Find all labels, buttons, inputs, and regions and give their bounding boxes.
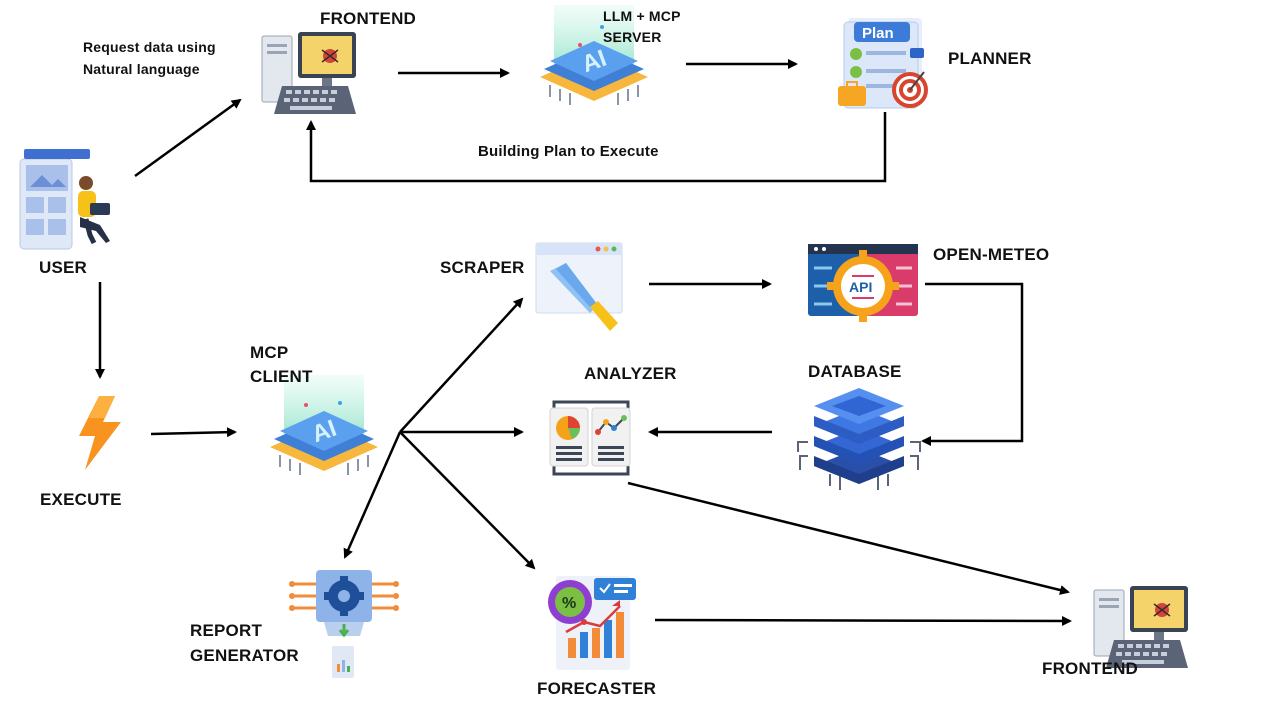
plan-text: Plan [862,25,894,42]
label-forecaster: FORECASTER [537,679,657,698]
arrow-client-to-scraper [399,297,524,433]
analyzer-icon [549,400,631,476]
label-report-line2: GENERATOR [190,646,299,665]
label-analyzer: ANALYZER [584,364,677,383]
label-frontend-bottom: FRONTEND [1042,659,1139,678]
arrow-analyzer-to-frontend [627,481,1070,595]
user-icon [19,149,110,250]
label-request-line1: Request data using [83,39,216,55]
api-gear-icon: API [808,244,918,322]
label-mcp-client-line2: CLIENT [250,367,313,386]
api-text: API [849,279,872,295]
label-llm-mcp-line2: SERVER [603,29,662,45]
label-scraper: SCRAPER [440,258,525,277]
label-planner: PLANNER [948,49,1032,68]
computer-icon-top [261,32,356,114]
label-user: USER [39,258,88,277]
ai-chip-icon-client: AI [270,375,378,475]
label-mcp-client-line1: MCP [250,343,289,362]
lightning-icon [79,396,121,470]
arrow-user-to-frontend [134,98,242,178]
label-frontend-top: FRONTEND [320,9,417,28]
arrow-execute-to-mcp-client [150,427,237,438]
arrow-client-to-report [343,431,402,559]
ai-chip-icon-server: AI [540,5,648,105]
computer-icon-bottom [1093,586,1188,668]
label-report-line1: REPORT [190,621,263,640]
arrow-openmeteo-to-database [921,282,1024,446]
arrows [95,59,1072,626]
database-icon [797,388,921,490]
forecaster-icon: % [548,576,636,670]
label-open-meteo: OPEN-METEO [933,245,1050,264]
arrow-forecaster-to-frontend [654,615,1072,626]
report-generator-icon [289,570,399,678]
plan-icon: Plan [838,18,928,109]
label-database: DATABASE [808,362,902,381]
percent-text: % [562,595,576,612]
scraper-icon [535,242,623,331]
label-execute: EXECUTE [40,490,122,509]
label-llm-mcp-line1: LLM + MCP [603,8,681,24]
arrow-planner-to-frontend [306,112,887,183]
label-building-plan: Building Plan to Execute [478,143,659,160]
arrow-client-to-forecaster [399,431,536,570]
label-request-line2: Natural language [83,61,200,77]
